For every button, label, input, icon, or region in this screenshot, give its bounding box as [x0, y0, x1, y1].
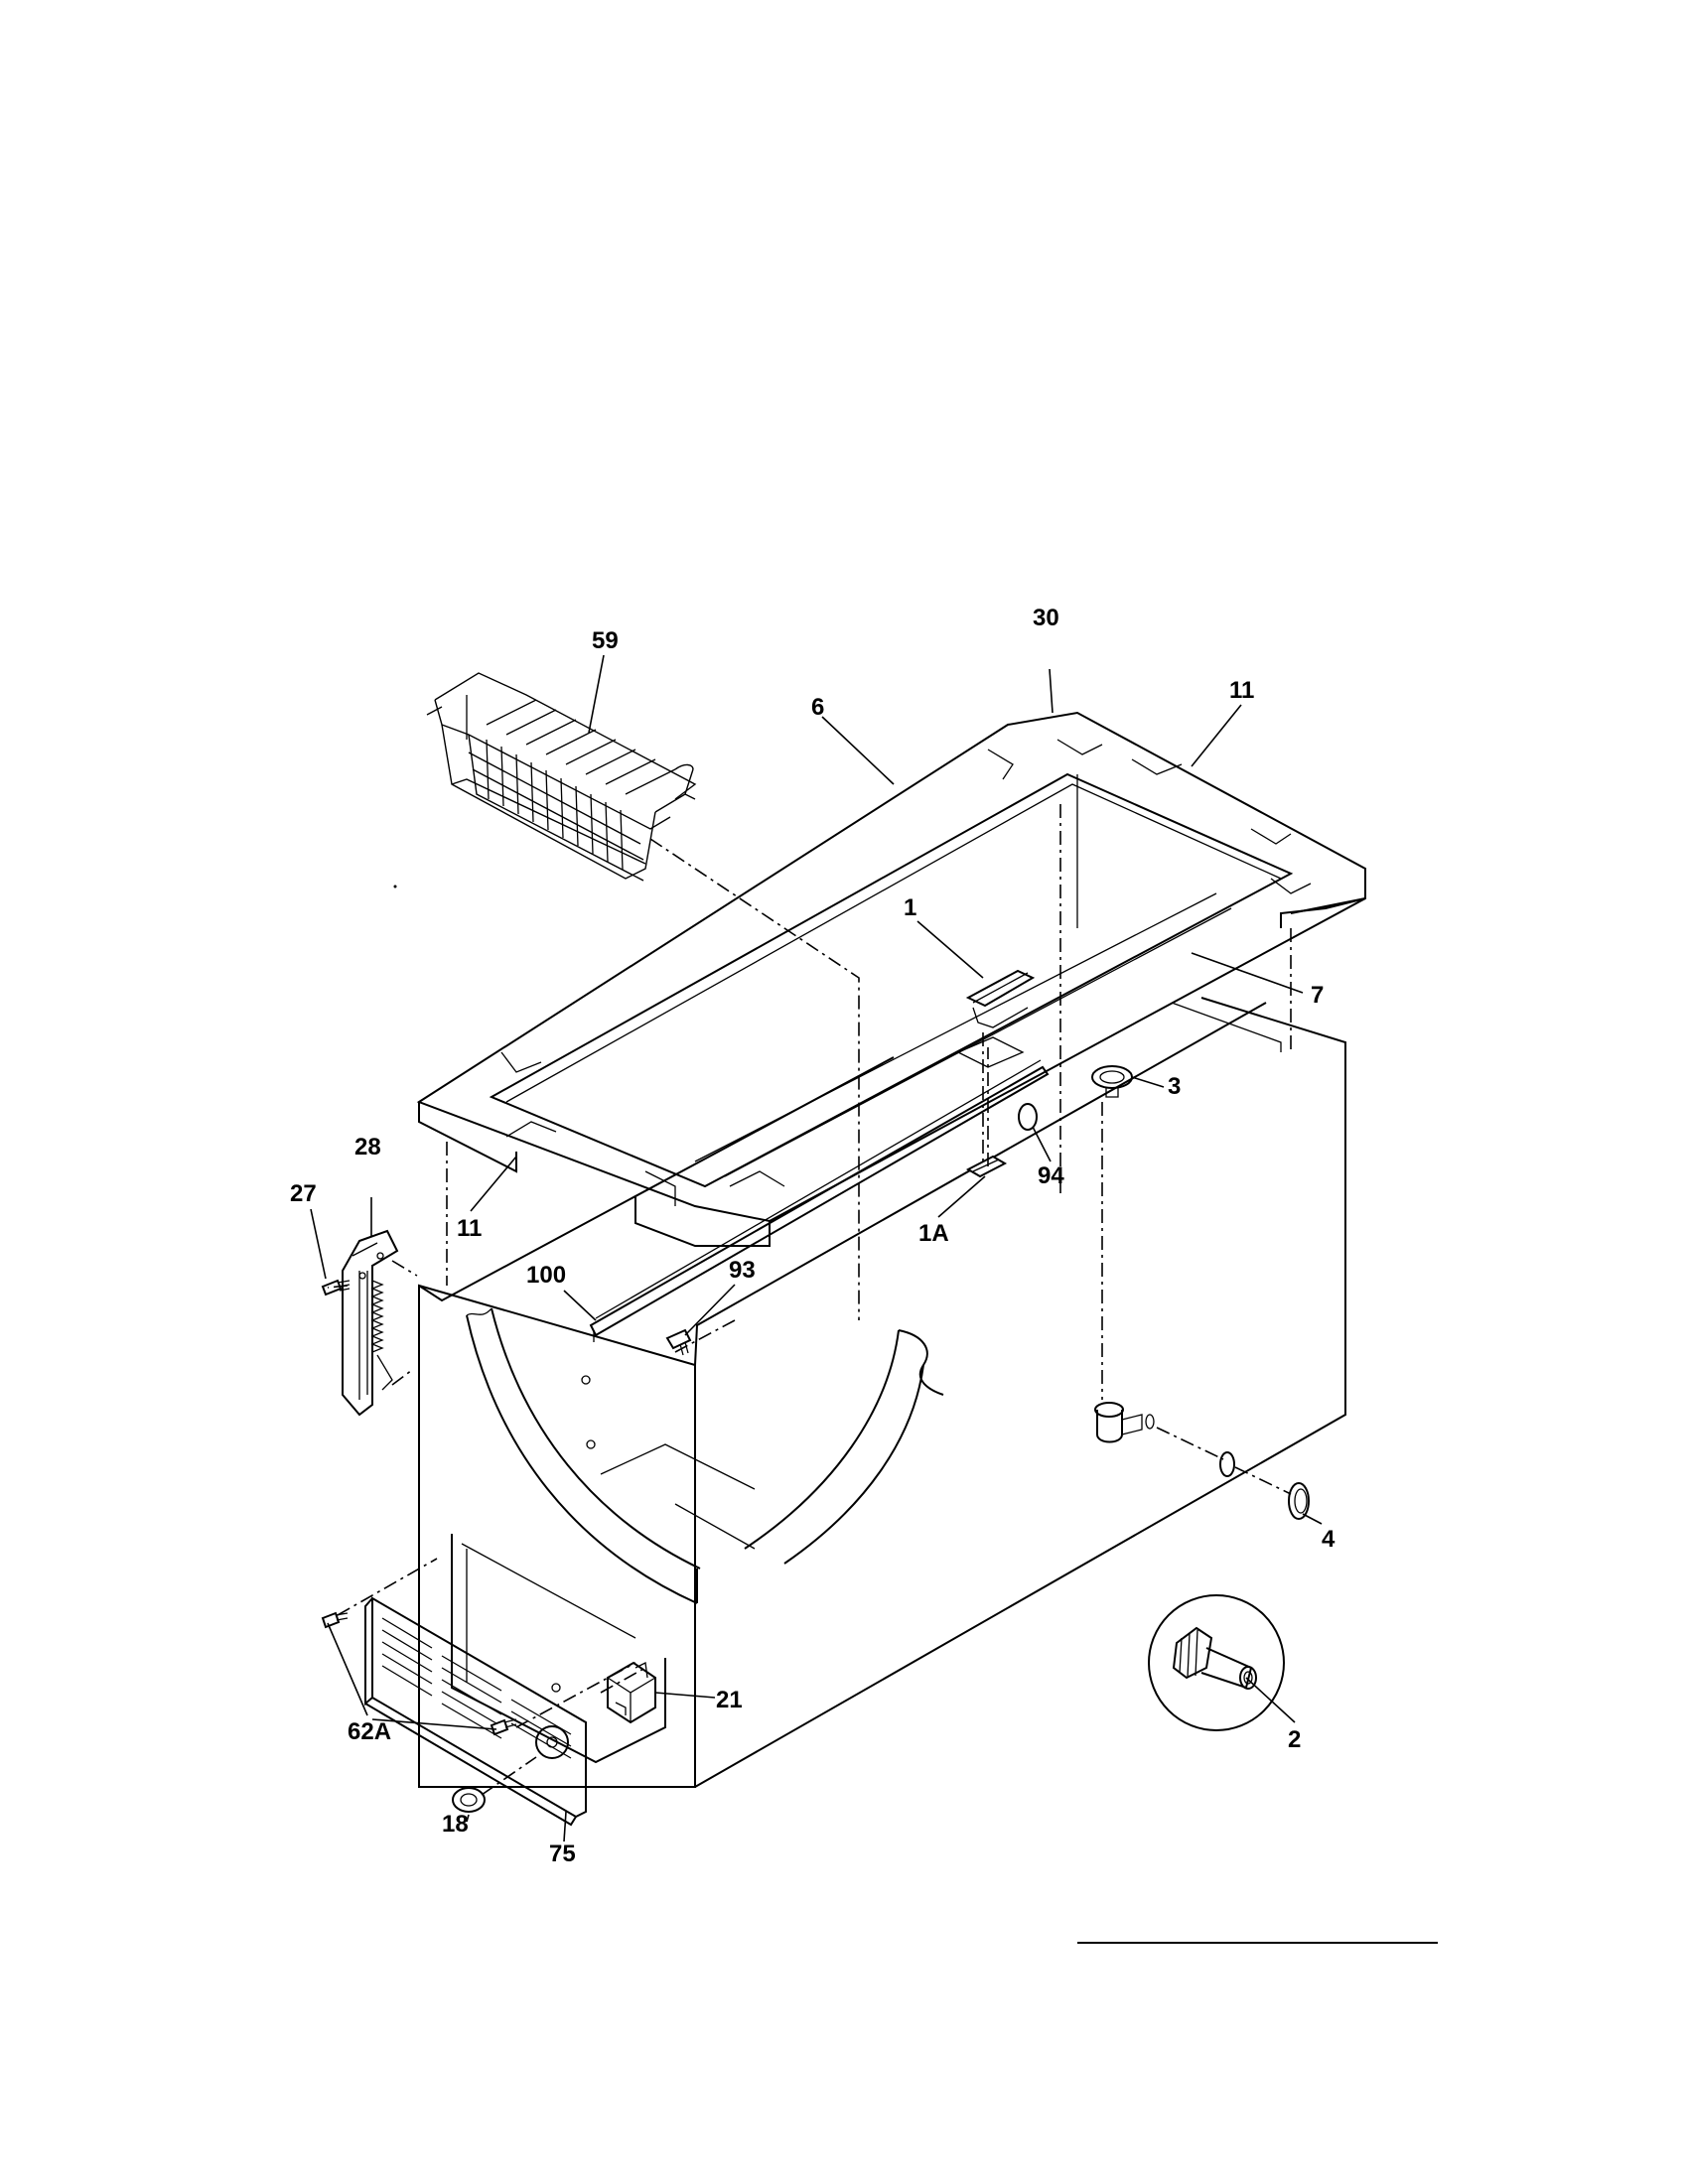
- part-label-2: 2: [1288, 1726, 1301, 1753]
- part-label-7: 7: [1311, 982, 1324, 1009]
- hinge-spring: [370, 1280, 384, 1353]
- hinge-assembly: [321, 1229, 399, 1417]
- drain-fitting-detail: [1148, 1594, 1285, 1731]
- wire-basket: [426, 672, 697, 882]
- trim-strip: [589, 1059, 1050, 1342]
- grille-slots: [381, 1617, 572, 1759]
- part-labels: 59 30 6 11 1 7 3 94 28 27 11 1A 100 93 4…: [290, 605, 1336, 1867]
- part-label-62A: 62A: [348, 1718, 391, 1745]
- part-label-27: 27: [290, 1180, 317, 1207]
- small-parts: [665, 1103, 1038, 1356]
- part-label-30: 30: [1033, 605, 1059, 631]
- part-label-11-top: 11: [1229, 677, 1254, 704]
- part-label-6: 6: [811, 694, 824, 721]
- part-label-75: 75: [549, 1841, 576, 1867]
- part-label-1A: 1A: [918, 1220, 949, 1247]
- part-label-4: 4: [1322, 1526, 1336, 1553]
- leader-lines: [310, 654, 1323, 1843]
- alignment-lines: [327, 804, 1292, 1796]
- part-label-100: 100: [526, 1262, 566, 1289]
- grille-assembly: [321, 1596, 656, 1827]
- part-label-59: 59: [592, 627, 619, 654]
- cabinet-body: [418, 997, 1346, 1788]
- stray-dot: [393, 885, 397, 888]
- basket-grid: [466, 695, 676, 871]
- part-label-18: 18: [442, 1811, 469, 1838]
- part-label-3: 3: [1168, 1073, 1181, 1100]
- part-label-94: 94: [1038, 1162, 1064, 1189]
- part-label-1: 1: [904, 894, 916, 921]
- part-label-21: 21: [716, 1687, 743, 1713]
- part-label-11-left: 11: [457, 1215, 482, 1242]
- part-label-28: 28: [354, 1134, 381, 1160]
- lid-frame: [416, 711, 1366, 1247]
- part-label-93: 93: [729, 1257, 756, 1284]
- drain-parts: [1091, 1065, 1310, 1520]
